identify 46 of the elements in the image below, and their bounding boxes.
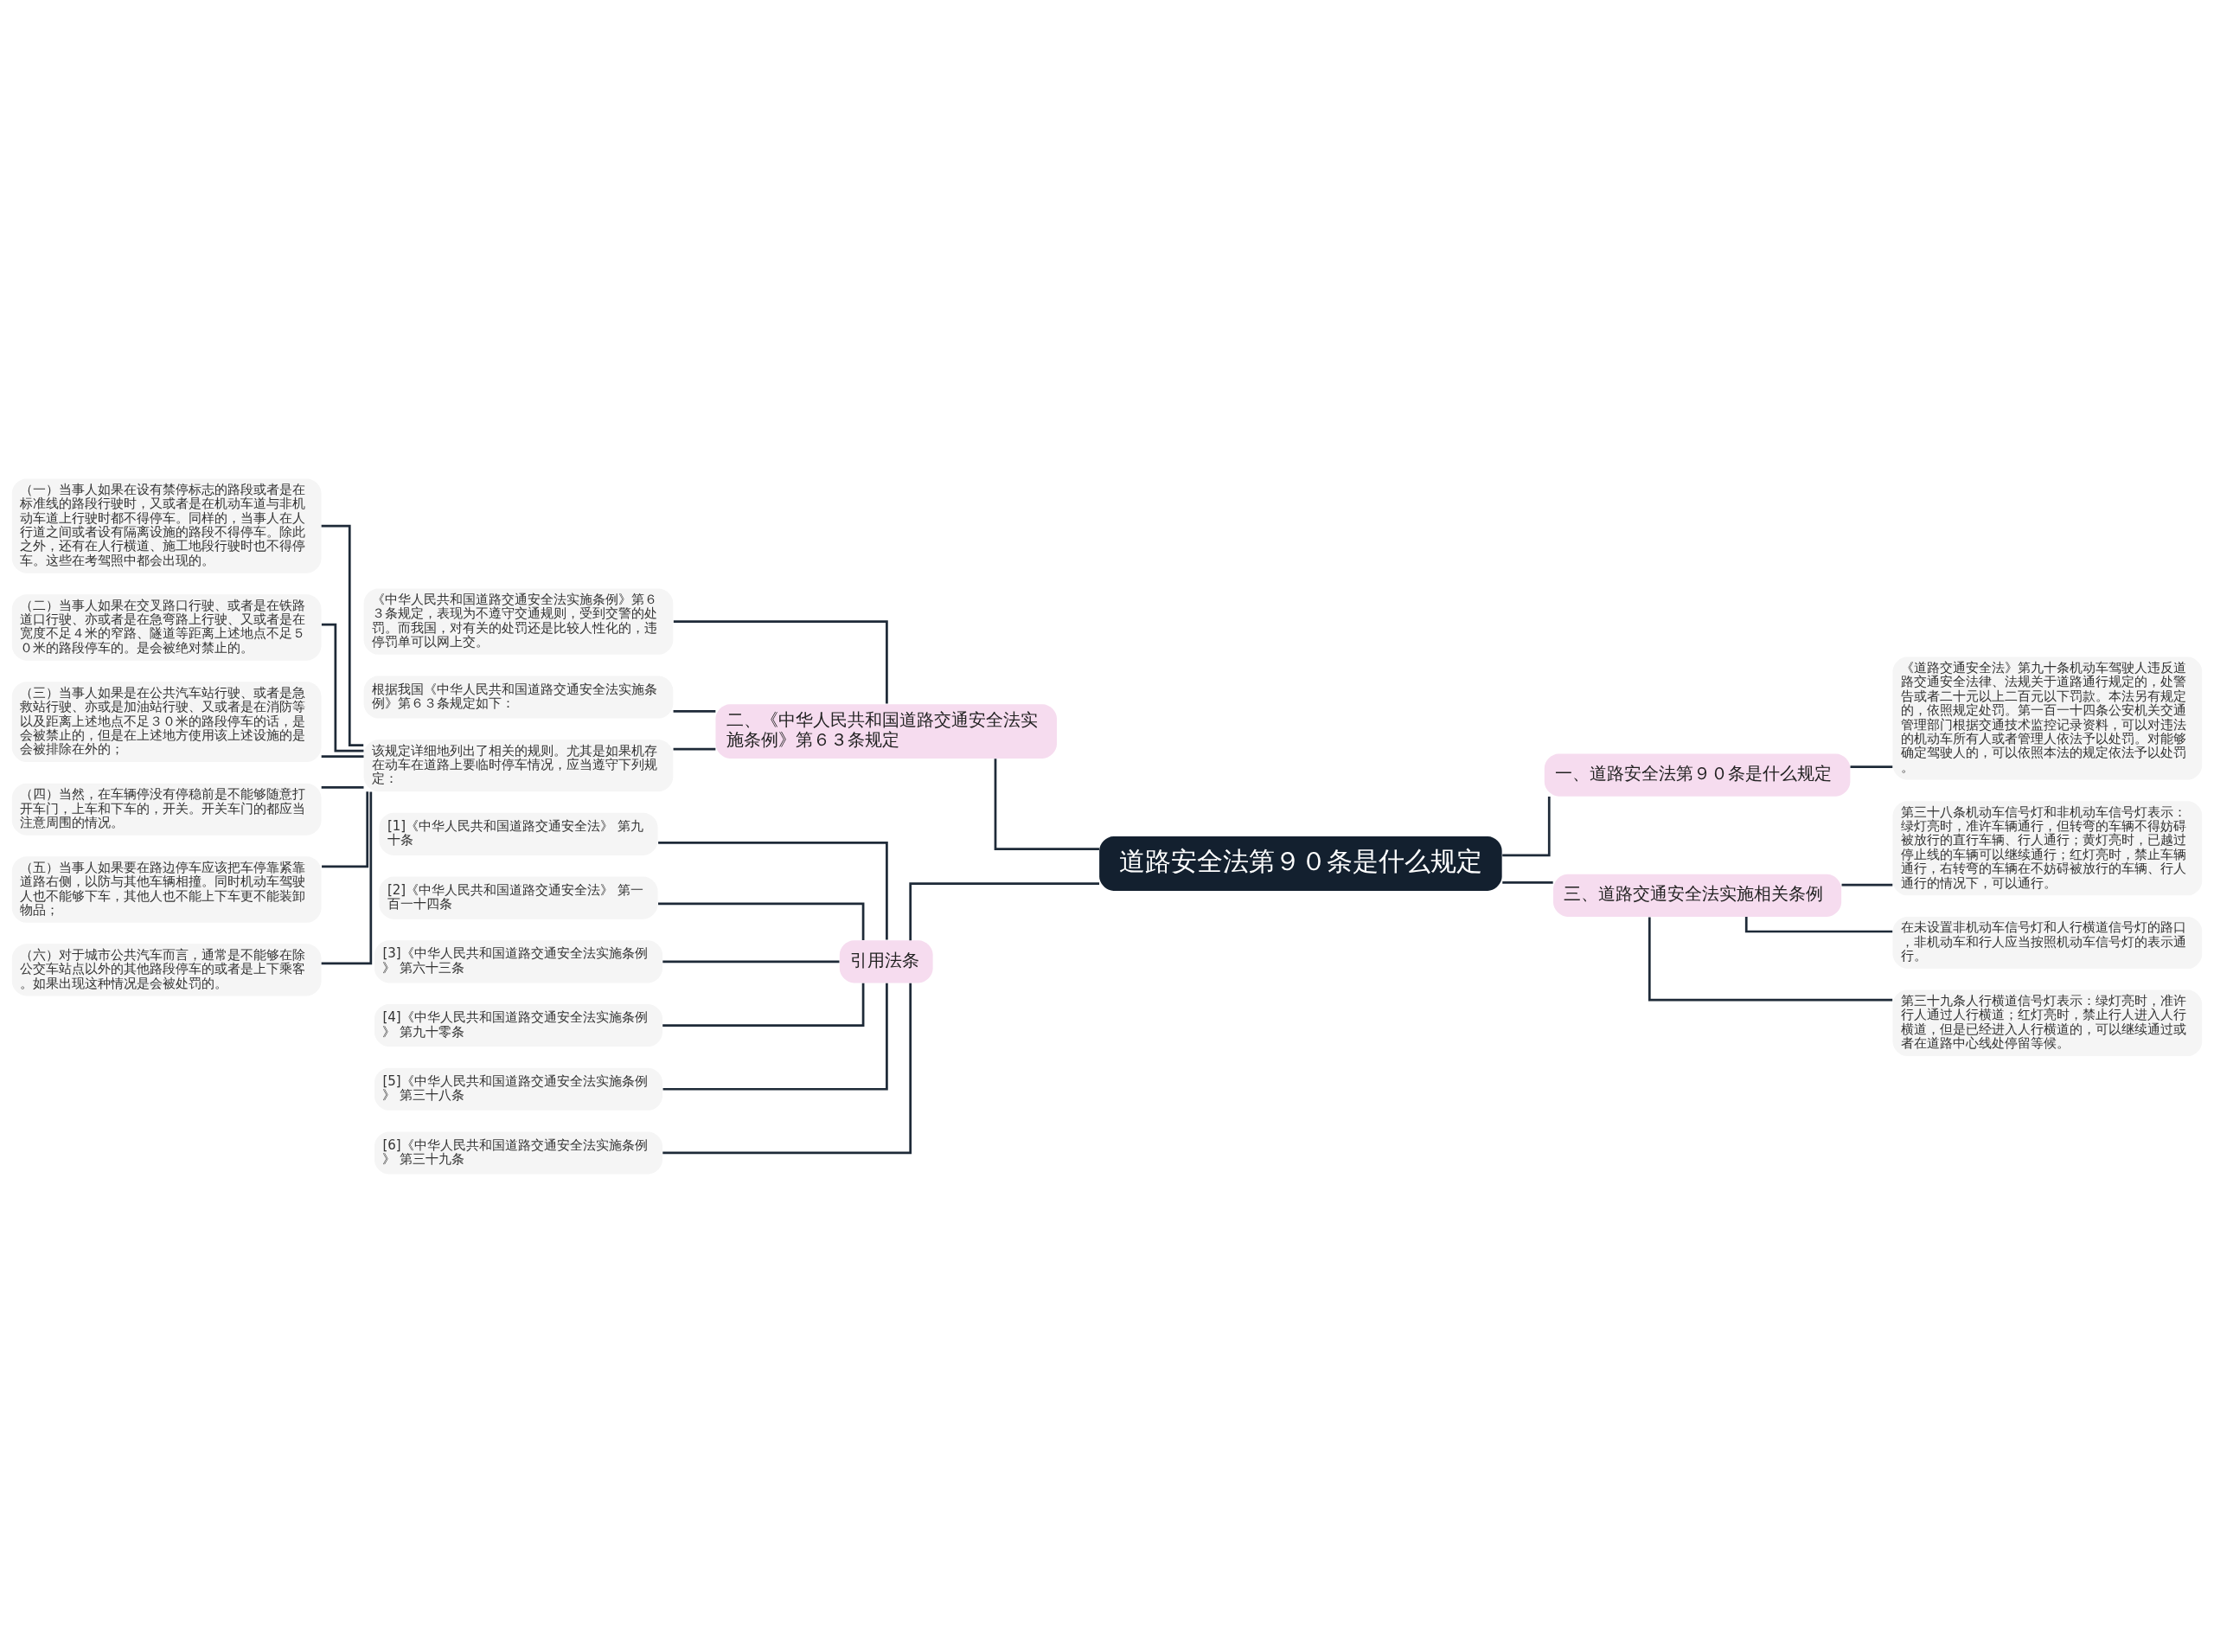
node-box: [2]《中华人民共和国道路交通安全法》 第一百一十四条 xyxy=(379,876,658,919)
connector xyxy=(1744,916,1893,932)
node-box: （二）当事人如果在交叉路口行驶、或者是在铁路道口行驶、亦或者是在急弯路上行驶、又或者是在宽度不足４米的窄路、隧道等距离上述地点不足５０米的路段停车的。是会被绝对禁止的。 xyxy=(11,593,322,661)
node-box: （六）对于城市公共汽车而言，通常是不能够在除公交车站点以外的其他路段停车的或者是上下乘客。如果出现这种情况是会被处罚的。 xyxy=(11,943,322,996)
connector xyxy=(1648,916,1893,1002)
connector xyxy=(321,791,373,964)
connector xyxy=(321,785,364,789)
connector xyxy=(658,902,865,940)
node-box: （四）当然，在车辆停没有停稳前是不能够随意打开车门，上车和下车的，开关。开关车门的都应当注意周围的情况。 xyxy=(11,783,322,836)
node-box: 二、《中华人民共和国道路交通安全法实施条例》第６３条规定 xyxy=(715,703,1057,759)
connector xyxy=(662,983,912,1154)
connector xyxy=(1850,765,1893,768)
connector xyxy=(673,747,716,750)
node-box: [3]《中华人民共和国道路交通安全法实施条例》 第六十三条 xyxy=(374,939,662,983)
connector xyxy=(321,623,364,752)
node-box: 《道路交通安全法》第九十条机动车驾驶人违反道路交通安全法律、法规关于道路通行规定的，处警告或者二十元以上二百元以下罚款。本法另有规定的，依照规定处罚。第一百一十四条公安机关交通管理部门根据交通技术监控记录资料，可以对违法的机动车所有人或者管理人依法予以处罚。对能够确定驾驶人的，可以依照本法的规定依法予以处罚。 xyxy=(1892,656,2203,780)
connector xyxy=(662,959,840,963)
connector xyxy=(658,841,888,940)
connector xyxy=(1841,883,1893,886)
connector xyxy=(673,619,888,704)
connector xyxy=(322,791,369,868)
connector xyxy=(1502,880,1553,884)
node-box: 三、道路交通安全法实施相关条例 xyxy=(1553,874,1842,917)
connector xyxy=(673,709,716,713)
node-box: 在未设置非机动车信号灯和人行横道信号灯的路口，非机动车和行人应当按照机动车信号灯的表示通行。 xyxy=(1892,916,2203,969)
node-box: [4]《中华人民共和国道路交通安全法实施条例》 第九十零条 xyxy=(374,1003,662,1047)
node-box: 引用法条 xyxy=(839,939,933,983)
connector xyxy=(909,881,1100,940)
connector xyxy=(662,983,888,1091)
node-box: 一、道路安全法第９０条是什么规定 xyxy=(1544,753,1851,797)
connector xyxy=(662,983,865,1027)
node-box: 该规定详细地列出了相关的规则。尤其是如果机存在动车在道路上要临时停车情况，应当遵守下列规定： xyxy=(363,739,674,791)
node-box: [1]《中华人民共和国道路交通安全法》 第九十条 xyxy=(379,812,658,855)
node-box: 根据我国《中华人民共和国道路交通安全法实施条例》第６３条规定如下： xyxy=(363,675,674,719)
node-box: 第三十八条机动车信号灯和非机动车信号灯表示：绿灯亮时，准许车辆通行，但转弯的车辆不得妨碍被放行的直行车辆、行人通行；黄灯亮时，已越过停止线的车辆可以继续通行；红灯亮时，禁止车辆通行，右转弯的车辆在不妨碍被放行的车辆、行人通行的情况下，可以通行。 xyxy=(1892,800,2203,895)
connector xyxy=(321,754,364,758)
node-box: 道路安全法第９０条是什么规定 xyxy=(1099,836,1502,891)
node-box: [6]《中华人民共和国道路交通安全法实施条例》 第三十九条 xyxy=(374,1130,662,1175)
connector xyxy=(994,758,1099,850)
node-box: （五）当事人如果要在路边停车应该把车停靠紧靠道路右侧，以防与其他车辆相撞。同时机动车驾驶人也不能够下车，其他人也不能上下车更不能装卸物品； xyxy=(11,855,322,923)
node-box: 《中华人民共和国道路交通安全法实施条例》第６３条规定，表现为不遵守交通规则，受到交警的处罚。而我国，对有关的处罚还是比较人性化的，违停罚单可以网上交。 xyxy=(363,587,674,655)
connector xyxy=(1502,796,1551,856)
node-box: （一）当事人如果在设有禁停标志的路段或者是在标准线的路段行驶时，又或者是在机动车道与非机动车道上行驶时都不得停车。同样的，当事人在人行道之间或者设有隔离设施的路段不得停车。除此之外，还有在人行横道、施工地段行驶时也不得停车。这些在考驾照中都会出现的。 xyxy=(11,477,322,573)
node-box: （三）当事人如果是在公共汽车站行驶、或者是急救站行驶、亦或是加油站行驶、又或者是在消防等以及距离上述地点不足３０米的路段停车的话，是会被禁止的，但是在上述地方使用该上述设施的是会被排除在外的； xyxy=(11,681,322,762)
node-box: 第三十九条人行横道信号灯表示：绿灯亮时，准许行人通过人行横道；红灯亮时，禁止行人进入人行横道，但是已经进入人行横道的，可以继续通过或者在道路中心线处停留等候。 xyxy=(1892,989,2203,1056)
node-box: [5]《中华人民共和国道路交通安全法实施条例》 第三十八条 xyxy=(374,1067,662,1111)
